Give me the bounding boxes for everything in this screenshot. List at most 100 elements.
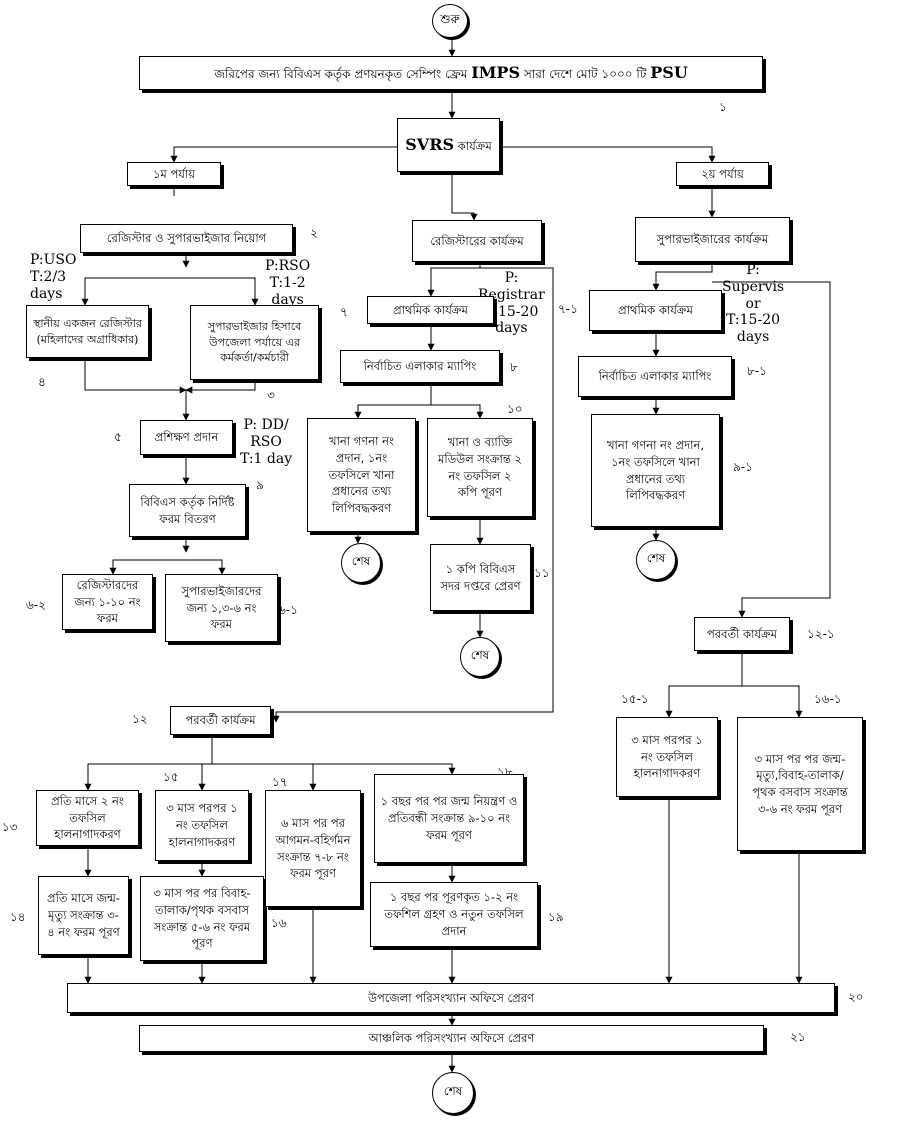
- registrar-forms-label: রেজিস্টারদের জন্য ১-১০ নং ফরম: [74, 578, 141, 626]
- supervisor-next-box: পরবর্তী কার্যক্রম: [694, 617, 790, 651]
- step-number-8-1: ৮-১: [747, 364, 767, 378]
- supervisor-quarterly-update-box: ৩ মাস পরপর ১ নং তফসিল হালনাগাদকরণ: [616, 717, 718, 797]
- end-label-3: শেষ: [646, 551, 666, 565]
- step-number-9: ৯: [256, 478, 264, 492]
- step-number-9-1: ৯-১: [733, 460, 753, 474]
- send-hq-label: ১ কপি বিবিএস সদর দপ্তরে প্রেরণ: [440, 561, 521, 593]
- step-number-6-2: ৬-২: [26, 598, 46, 612]
- supervisor-mapping-box: নির্বাচিত এলাকার ম্যাপিং: [578, 356, 732, 397]
- svrs-program-box: SVRS কার্যক্রম: [397, 118, 500, 172]
- regional-office-box: আঞ্চলিক পরিসংখ্যান অফিসে প্রেরণ: [139, 1025, 764, 1052]
- registrar-mapping-label: নির্বাচিত এলাকার ম্যাপিং: [363, 359, 477, 374]
- local-registrar-box: স্থানীয় একজন রেজিস্টার (মহিলাদের অগ্রাধ…: [26, 305, 149, 358]
- supervisor-forms-box: সুপারভাইজারদের জন্য ১,৩-৬ নং ফরম: [165, 574, 278, 642]
- step-number-1: ১: [719, 100, 727, 114]
- step-number-15-1: ১৫-১: [621, 692, 649, 706]
- registrar-module-box: খানা ও ব্যাক্তি মডিউল সংক্রান্ত ২ নং তফস…: [427, 418, 533, 517]
- upazila-office-label: উপজেলা পরিসংখ্যান অফিসে প্রেরণ: [367, 990, 534, 1005]
- supervisor-program-box: সুপারভাইজারের কার্যক্রম: [635, 217, 790, 262]
- registrar-primary-box: প্রাথমিক কার্যক্রম: [367, 296, 494, 324]
- step-number-13: ১৩: [2, 820, 18, 834]
- registrar-next-box: পরবর্তী কার্যক্রম: [170, 706, 271, 735]
- supervisor-forms-label: সুপারভাইজারদের জন্য ১,৩-৬ নং ফরম: [181, 583, 262, 632]
- end-node-final: শেষ: [432, 1072, 474, 1114]
- monthly-vital-box: প্রতি মাসে জন্ম- মৃত্যু সংক্রান্ত ৩- ৪ ন…: [38, 876, 129, 955]
- monthly-update-box: প্রতি মাসে ২ নং তফসিল হালনাগাদকরণ: [36, 790, 139, 846]
- imps-label: IMPS: [471, 63, 521, 83]
- step-number-14: ১৪: [10, 910, 26, 924]
- step-number-4: ৪: [38, 375, 46, 389]
- supervisor-household-label: খানা গণনা নং প্রদান, ১নং তফসিলে খানা প্র…: [606, 438, 705, 503]
- dd-annotation: P: DD/ RSO T:1 day: [240, 417, 292, 467]
- supervisor-next-label: পরবর্তী কার্যক্রম: [706, 626, 778, 641]
- step-number-19: ১৯: [548, 910, 564, 924]
- uso-annotation: P:USO T:2/3 days: [30, 252, 77, 302]
- svrs-bn: কার্যক্রম: [457, 139, 492, 154]
- step-number-5: ৫: [114, 430, 122, 444]
- end-label-1: শেষ: [351, 554, 371, 568]
- supervisor-p-text: P: Supervis or T:15-20 days: [722, 262, 785, 346]
- step-number-12-1: ১২-১: [807, 627, 835, 641]
- registrar-household-label: খানা গণনা নং প্রদান, ১নং তফসিলে খানা প্র…: [328, 434, 395, 515]
- training-label: প্রশিক্ষণ প্রদান: [154, 430, 219, 445]
- step-number-2: ২: [310, 226, 318, 240]
- registrar-p-text: P: Registrar T:15-20 days: [478, 270, 545, 337]
- supervisor-quarterly-update-label: ৩ মাস পরপর ১ নং তফসিল হালনাগাদকরণ: [631, 732, 703, 781]
- step-number-12: ১২: [132, 712, 148, 726]
- end-node-supervisor: শেষ: [636, 540, 676, 580]
- step-number-11: ১১: [534, 566, 550, 580]
- phase-1-label: ১ম পর্যায়: [152, 166, 196, 181]
- form-distribution-label: বিবিএস কর্তৃক নির্দিষ্ট ফরম বিতরণ: [140, 494, 235, 526]
- registrar-mapping-box: নির্বাচিত এলাকার ম্যাপিং: [340, 350, 500, 383]
- registrar-forms-box: রেজিস্টারদের জন্য ১-১০ নং ফরম: [62, 574, 153, 630]
- phase-2-label: ২য় পর্যায়: [701, 166, 744, 181]
- supervisor-household-box: খানা গণনা নং প্রদান, ১নং তফসিলে খানা প্র…: [591, 414, 720, 527]
- step-number-7-1: ৭-১: [558, 302, 578, 316]
- start-node: শুরু: [432, 4, 468, 38]
- psu-label: PSU: [650, 63, 688, 83]
- end-label-2: শেষ: [470, 648, 490, 662]
- migration-box: ৬ মাস পর পর আগমন-বহির্গমন সংক্রান্ত ৭-৮ …: [265, 790, 361, 907]
- phase-2-box: ২য় পর্যায়: [676, 162, 769, 186]
- rso-annotation: P:RSO T:1-2 days: [265, 258, 310, 308]
- step-number-6-1: ৬-১: [278, 603, 298, 617]
- yearly-fp-label: ১ বছর পর পর জন্ম নিয়ন্ত্রণ ও প্রতিবন্ধী…: [380, 794, 518, 842]
- step-number-16-1: ১৬-১: [814, 692, 842, 706]
- sampling-frame-box: জরিপের জন্য বিবিএস কর্তৃক প্রণয়নকৃত সেম…: [139, 56, 763, 90]
- sampling-frame-text-bn1: জরিপের জন্য বিবিএস কর্তৃক প্রণয়নকৃত সেম…: [214, 67, 468, 82]
- local-registrar-label: স্থানীয় একজন রেজিস্টার (মহিলাদের অগ্রাধ…: [33, 316, 142, 346]
- monthly-vital-label: প্রতি মাসে জন্ম- মৃত্যু সংক্রান্ত ৩- ৪ ন…: [47, 891, 120, 939]
- step-number-16: ১৬: [271, 916, 287, 930]
- registrar-program-box: রেজিস্টারের কার্যক্রম: [412, 220, 542, 262]
- yearly-new-box: ১ বছর পর পূরণকৃত ১-২ নং তফশিল গ্রহণ ও নত…: [370, 882, 538, 947]
- registrar-next-label: পরবর্তী কার্যক্রম: [185, 713, 256, 728]
- supervisor-official-label: সুপারভাইজার হিসাবে উপজেলা পর্যায়ে এর কর…: [207, 319, 302, 365]
- regional-office-label: আঞ্চলিক পরিসংখ্যান অফিসে প্রেরণ: [368, 1031, 535, 1046]
- monthly-update-label: প্রতি মাসে ২ নং তফসিল হালনাগাদকরণ: [51, 794, 124, 842]
- rso-text: P:RSO T:1-2 days: [265, 258, 311, 308]
- migration-label: ৬ মাস পর পর আগমন-বহির্গমন সংক্রান্ত ৭-৮ …: [275, 816, 351, 881]
- end-node-registrar-1: শেষ: [341, 543, 381, 583]
- step-number-17: ১৭: [272, 775, 288, 789]
- svrs-program-text: SVRS কার্যক্রম: [405, 133, 492, 156]
- quarterly-marriage-label: ৩ মাস পর পর বিবাহ- তালাক/পৃথক বসবাস সংক্…: [153, 886, 251, 951]
- yearly-new-label: ১ বছর পর পূরণকৃত ১-২ নং তফশিল গ্রহণ ও নত…: [384, 890, 524, 938]
- send-hq-box: ১ কপি বিবিএস সদর দপ্তরে প্রেরণ: [430, 544, 531, 611]
- sampling-frame-text-bn2: সারা দেশে মোট ১০০০ টি: [523, 67, 647, 82]
- start-label: শুরু: [440, 12, 460, 26]
- registrar-program-label: রেজিস্টারের কার্যক্রম: [430, 233, 524, 248]
- supervisor-primary-box: প্রাথমিক কার্যক্রম: [589, 290, 722, 331]
- appointment-box: রেজিস্টার ও সুপারভাইজার নিয়োগ: [80, 224, 293, 253]
- quarterly-marriage-box: ৩ মাস পর পর বিবাহ- তালাক/পৃথক বসবাস সংক্…: [140, 876, 264, 961]
- registrar-primary-label: প্রাথমিক কার্যক্রম: [393, 302, 468, 317]
- supervisor-quarterly-vital-label: ৩ মাস পর পর জন্ম- মৃত্যু,বিবাহ-তালাক/ পৃ…: [752, 751, 848, 816]
- form-distribution-box: বিবিএস কর্তৃক নির্দিষ্ট ফরম বিতরণ: [129, 484, 246, 537]
- yearly-fp-box: ১ বছর পর পর জন্ম নিয়ন্ত্রণ ও প্রতিবন্ধী…: [374, 774, 524, 863]
- supervisor-mapping-label: নির্বাচিত এলাকার ম্যাপিং: [598, 369, 712, 384]
- svrs-latin: SVRS: [405, 135, 455, 155]
- training-box: প্রশিক্ষণ প্রদান: [140, 420, 233, 455]
- dd-text: P: DD/ RSO T:1 day: [240, 417, 293, 467]
- step-number-15: ১৫: [163, 770, 179, 784]
- quarterly-update-label: ৩ মাস পরপর ১ নং তফসিল হালনাগাদকরণ: [166, 801, 238, 849]
